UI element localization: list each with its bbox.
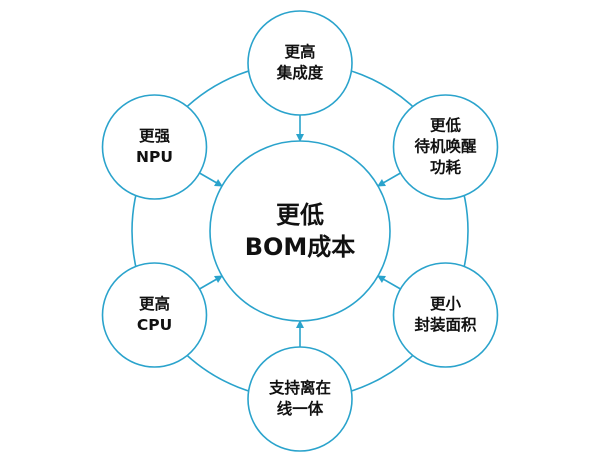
arrow-package-area-to-center [377,275,401,290]
arrow-standby-power-to-center [377,172,401,187]
node-label-line: 待机唤醒 [414,137,477,156]
node-label-line: 更小 [429,295,461,313]
node-label-line: 更高 [138,295,171,313]
node-label-line: NPU [136,148,173,166]
node-label-npu: 更强 NPU [136,126,173,168]
node-label-line: CPU [136,316,173,334]
node-label-offline-integration: 支持离在线一体 [269,378,331,420]
arrow-npu-to-center [199,172,223,187]
node-label-line: 更低 [429,116,461,135]
node-label-integration: 更高集成度 [277,42,324,84]
node-circle-offline-integration [247,346,353,452]
center-node-circle [209,140,391,322]
node-label-line: 支持离在 [268,379,332,397]
node-label-line: 更高 [284,43,316,61]
node-circle-integration [247,10,353,116]
arrow-cpu-to-center [199,275,223,290]
node-label-line: 封装面积 [414,316,477,334]
node-label-cpu: 更高 CPU [137,294,172,336]
node-label-line: 集成度 [276,64,324,82]
node-label-line: 功耗 [429,158,461,177]
connector-arrows [199,115,401,347]
node-circle-npu [101,94,208,200]
center-node-label: 更低 BOM成本 [245,199,356,263]
node-label-package-area: 更小封装面积 [414,294,476,336]
node-label-line: 更强 [138,127,171,145]
node-circles [101,10,499,452]
node-circle-package-area [392,262,499,368]
node-label-standby-power: 更低待机唤醒功耗 [414,116,476,179]
center-label-line: 更低 [275,201,324,229]
center-label-line: BOM成本 [244,233,356,261]
node-circle-standby-power [392,94,499,200]
node-label-line: 线一体 [276,400,324,418]
node-circle-cpu [101,262,208,368]
